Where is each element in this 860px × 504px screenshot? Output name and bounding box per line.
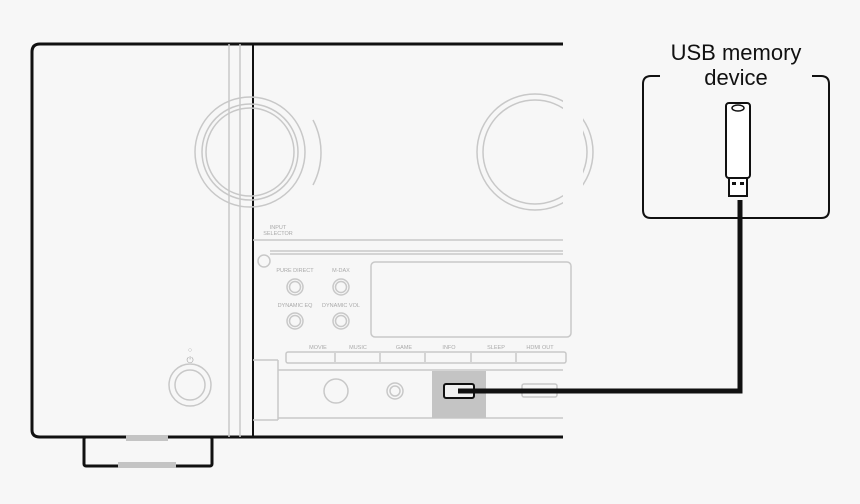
game-label: GAME [396, 345, 413, 351]
av-receiver: INPUT SELECTOR PURE DIRECT M-DAX DYNAMIC… [30, 40, 594, 468]
dynamic-vol-label: DYNAMIC VOL [322, 303, 360, 309]
m-dax-label: M-DAX [332, 268, 350, 274]
info-label: INFO [442, 345, 456, 351]
pure-direct-label: PURE DIRECT [276, 268, 314, 274]
movie-label: MOVIE [309, 345, 327, 351]
volume-knob [476, 93, 594, 211]
power-button [168, 363, 212, 407]
usb-memory-device-panel: USB memory device [642, 40, 830, 219]
music-label: MUSIC [349, 345, 367, 351]
usb-cable [458, 200, 743, 394]
usb-stick-icon [725, 102, 751, 197]
standby-indicator-icon: ○ [188, 347, 192, 354]
receiver-foot [82, 435, 214, 468]
sleep-label: SLEEP [487, 345, 505, 351]
headphone-jack [323, 378, 349, 404]
input-selector-label-2: SELECTOR [263, 231, 293, 237]
hdmi-out-label: HDMI OUT [526, 345, 554, 351]
input-selector-knob [194, 96, 322, 208]
dynamic-eq-label: DYNAMIC EQ [278, 303, 314, 309]
usb-device-title-2: device [704, 65, 768, 90]
power-icon: ⏻ [186, 355, 193, 365]
setup-mic-jack [386, 382, 404, 400]
input-selector-label: INPUT [270, 225, 287, 231]
usb-device-title: USB memory [671, 40, 802, 65]
front-buttons [286, 278, 350, 330]
